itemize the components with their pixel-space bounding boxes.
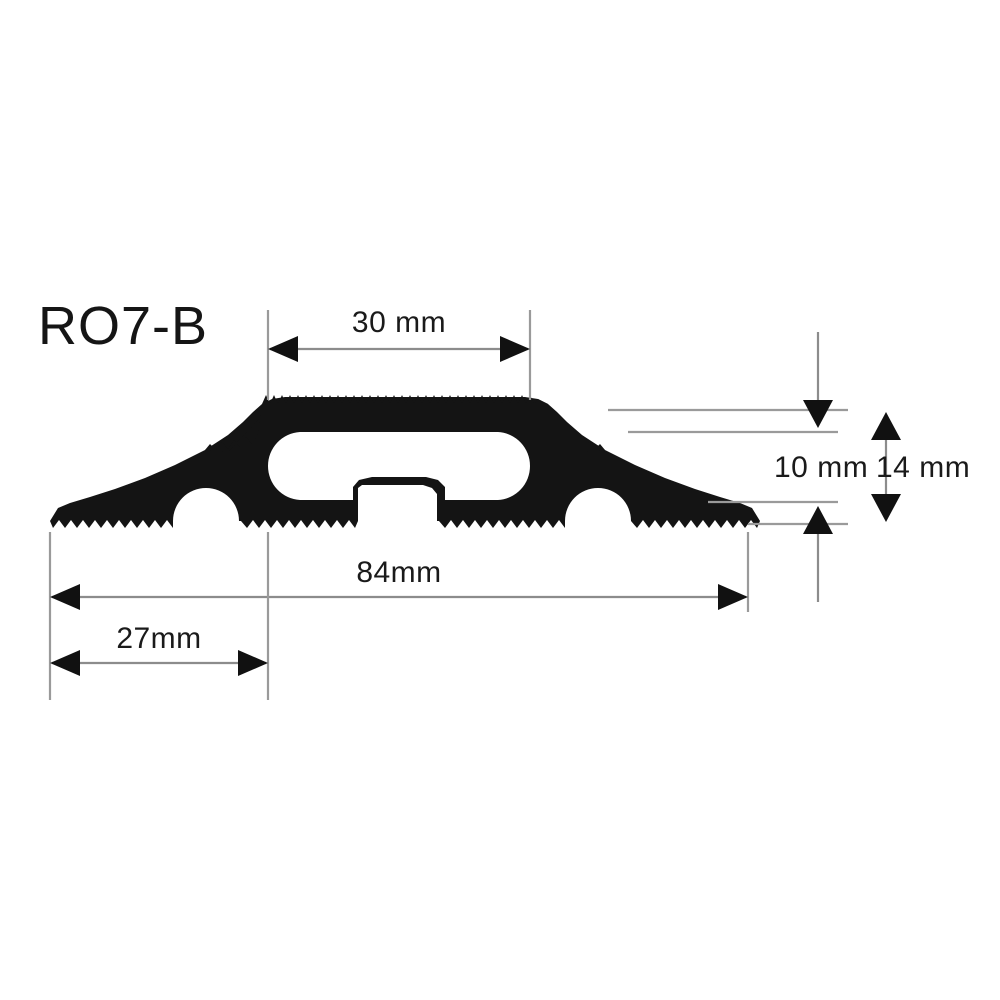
dim-label-30mm: 30 mm <box>352 306 446 339</box>
profile-cross-section <box>50 395 760 528</box>
dim-label-14mm: 14 mm <box>876 451 970 484</box>
dim-label-27mm: 27mm <box>116 622 201 655</box>
left-ramp-texture <box>205 404 262 452</box>
part-label: RO7-B <box>38 296 208 356</box>
dim-label-10mm: 10 mm <box>774 451 868 484</box>
dimension-10mm: 10 mm <box>608 332 868 602</box>
crown-serrations <box>262 395 548 416</box>
dimension-14mm: 14 mm <box>871 412 970 522</box>
dimension-30mm: 30 mm <box>266 306 532 400</box>
right-ramp-texture <box>548 404 605 452</box>
dim-label-84mm: 84mm <box>356 556 441 589</box>
dimension-27mm: 27mm <box>50 532 270 700</box>
dimension-84mm: 84mm <box>48 532 750 700</box>
